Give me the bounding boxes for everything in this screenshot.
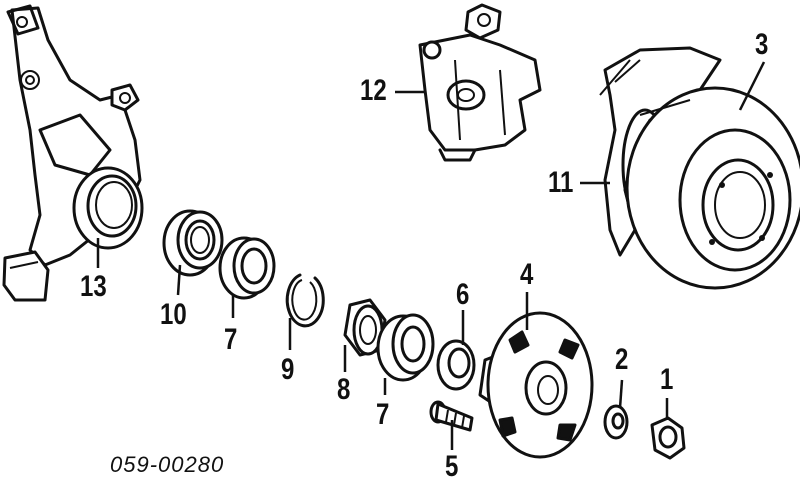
inner-bearing-drawing: [162, 209, 224, 277]
callout-5: 5: [445, 450, 459, 483]
wheel-hub-drawing: [478, 311, 594, 459]
callout-8: 8: [337, 373, 351, 406]
outer-bearing-drawing: [343, 298, 387, 357]
hub-nut-drawing: [650, 416, 686, 460]
callout-12: 12: [360, 74, 387, 107]
bearing-race-outer-drawing: [376, 313, 435, 382]
brake-caliper-drawing: [418, 3, 542, 162]
washer-drawing: [603, 404, 629, 440]
callout-10: 10: [160, 298, 187, 331]
callout-7a: 7: [224, 323, 238, 356]
callout-1: 1: [660, 363, 674, 396]
steering-knuckle-drawing: [2, 4, 144, 302]
bearing-race-inner-drawing: [218, 236, 276, 300]
callout-11: 11: [548, 166, 574, 199]
diagram-reference-code: 059-00280: [110, 452, 225, 477]
callout-7b: 7: [376, 398, 390, 431]
leader-lines: [96, 61, 766, 450]
callout-9: 9: [281, 353, 295, 386]
callout-4: 4: [520, 258, 534, 291]
brake-disc-drawing: [625, 86, 800, 290]
callout-13: 13: [80, 270, 107, 303]
callout-3: 3: [755, 28, 769, 61]
wheel-stud-drawing: [429, 400, 474, 432]
callout-2: 2: [615, 343, 629, 376]
callout-6: 6: [456, 278, 470, 311]
snap-ring-drawing: [285, 273, 325, 328]
outer-seal-drawing: [436, 339, 476, 391]
